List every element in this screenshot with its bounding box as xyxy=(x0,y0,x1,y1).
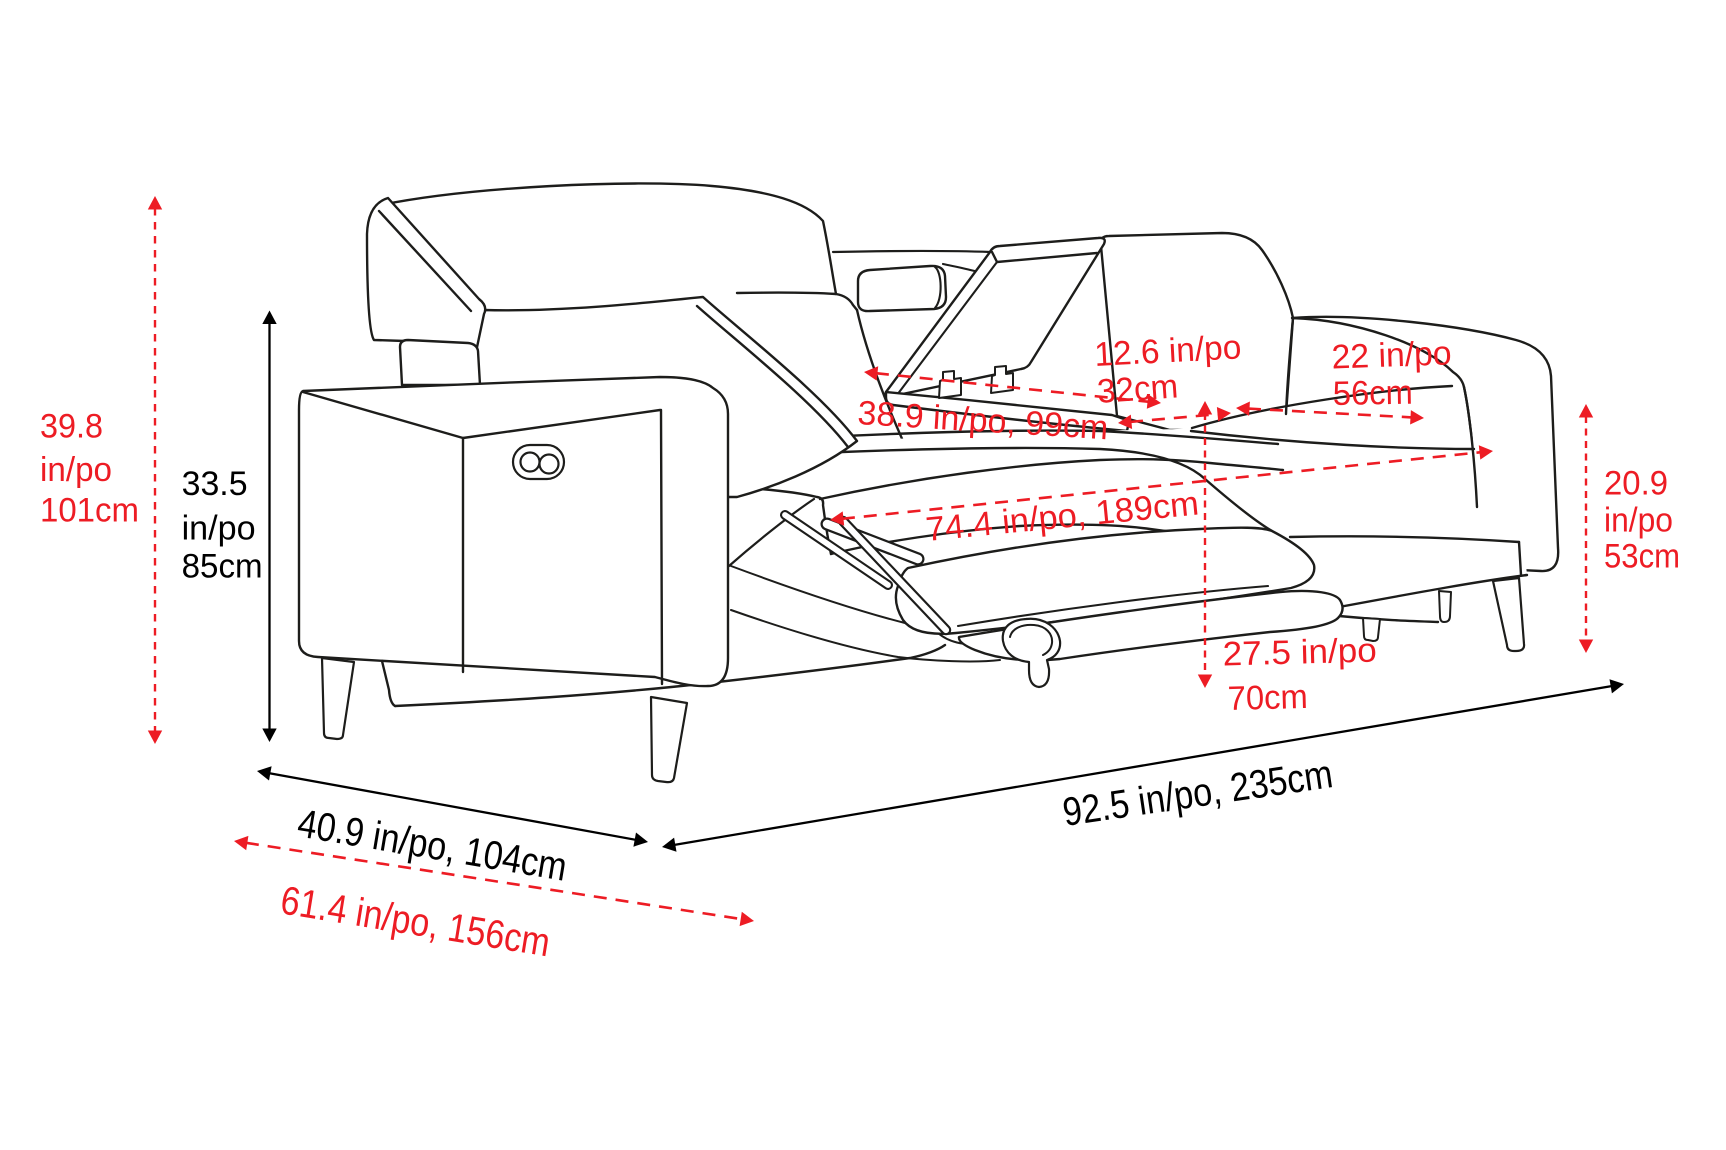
svg-text:22 in/po: 22 in/po xyxy=(1331,334,1452,376)
svg-text:in/po: in/po xyxy=(182,510,256,548)
svg-text:in/po: in/po xyxy=(1604,502,1673,540)
svg-text:85cm: 85cm xyxy=(182,547,263,585)
svg-text:27.5 in/po: 27.5 in/po xyxy=(1222,631,1377,673)
svg-text:56cm: 56cm xyxy=(1332,374,1413,413)
svg-text:33.5: 33.5 xyxy=(182,465,248,503)
svg-text:39.8: 39.8 xyxy=(40,408,103,446)
svg-text:70cm: 70cm xyxy=(1227,678,1308,718)
svg-text:32cm: 32cm xyxy=(1096,367,1179,411)
svg-text:20.9: 20.9 xyxy=(1604,465,1668,503)
svg-text:101cm: 101cm xyxy=(40,492,139,530)
svg-text:53cm: 53cm xyxy=(1604,538,1680,576)
svg-text:in/po: in/po xyxy=(40,451,112,489)
svg-text:12.6 in/po: 12.6 in/po xyxy=(1093,328,1242,374)
